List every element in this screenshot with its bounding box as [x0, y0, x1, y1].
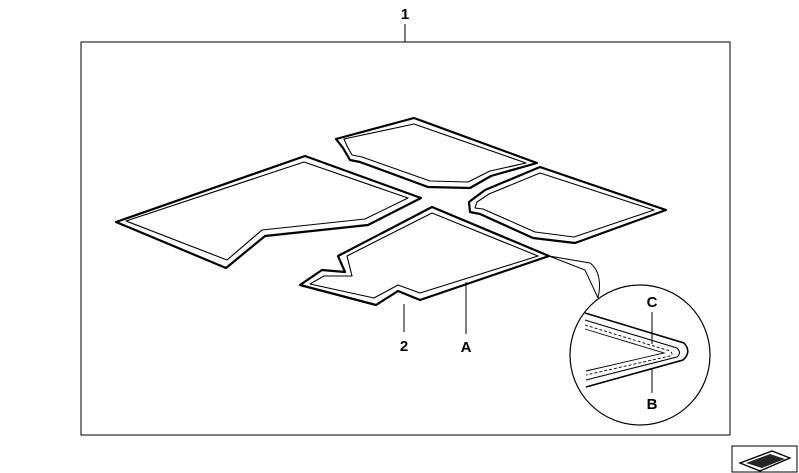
- callout-b: B: [647, 396, 658, 413]
- top-mat: [334, 116, 539, 190]
- detail-circle: [569, 284, 711, 426]
- callout-a: A: [461, 339, 472, 356]
- callout-2: 2: [400, 338, 408, 355]
- center-front-mat: [298, 205, 551, 307]
- left-front-mat: [114, 154, 423, 270]
- callout-1: 1: [401, 6, 409, 23]
- callout-c: C: [647, 294, 658, 311]
- corner-logo: [731, 445, 798, 473]
- right-mat: [467, 165, 668, 245]
- edge-detail-magnifier: [548, 255, 711, 426]
